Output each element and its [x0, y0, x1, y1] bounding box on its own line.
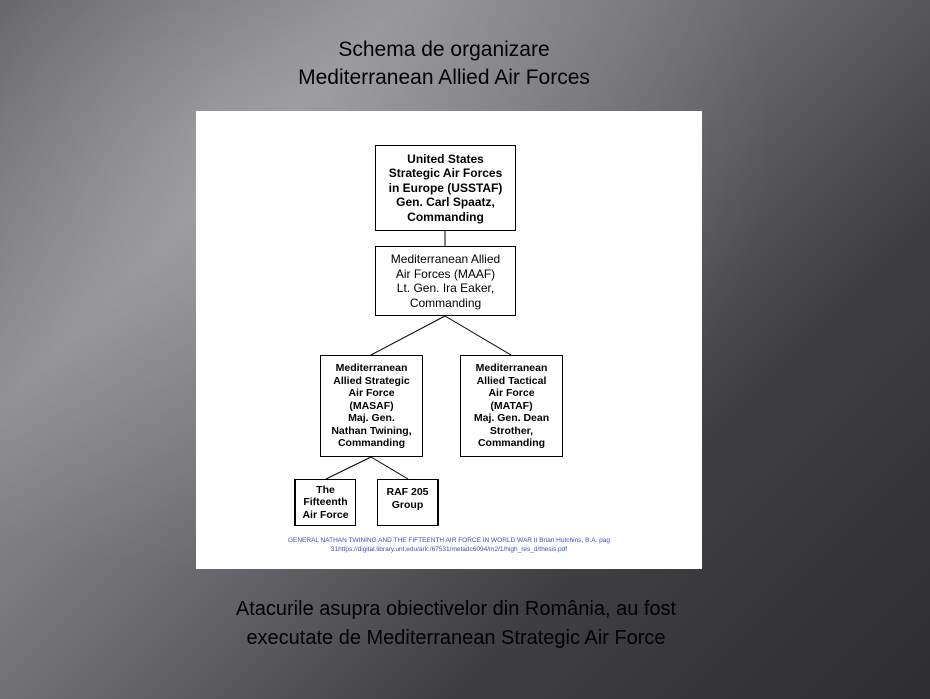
node-fifteenth-air-force: The Fifteenth Air Force: [294, 479, 356, 526]
slide-caption-line-2: executate de Mediterranean Strategic Air…: [246, 627, 666, 649]
connector-masaf-raf205: [370, 456, 409, 480]
connector-maaf-matf: [444, 315, 512, 356]
node-raf-205-group: RAF 205 Group: [377, 479, 439, 526]
slide-title-line-1: Schema de organizare: [338, 38, 550, 61]
source-citation-line-2: 31https://digital.library.unt.edu/ark:/6…: [330, 546, 568, 553]
node-maaf: Mediterranean Allied Air Forces (MAAF) L…: [375, 246, 516, 316]
slide-title-line-2: Mediterranean Allied Air Forces: [298, 66, 590, 89]
slide-caption-line-1: Atacurile asupra obiectivelor din Români…: [235, 598, 677, 620]
node-matf: Mediterranean Allied Tactical Air Force …: [460, 355, 563, 457]
connector-maaf-masaf: [370, 315, 446, 356]
connector-masaf-fifteenth: [325, 456, 372, 480]
org-chart-connectors: [325, 231, 512, 480]
node-usstaf: United States Strategic Air Forces in Eu…: [375, 145, 516, 231]
org-chart-image: United States Strategic Air Forces in Eu…: [196, 111, 702, 569]
node-masaf: Mediterranean Allied Strategic Air Force…: [320, 355, 423, 457]
source-citation-line-1: GENERAL NATHAN TWINING AND THE FIFTEENTH…: [287, 537, 611, 544]
